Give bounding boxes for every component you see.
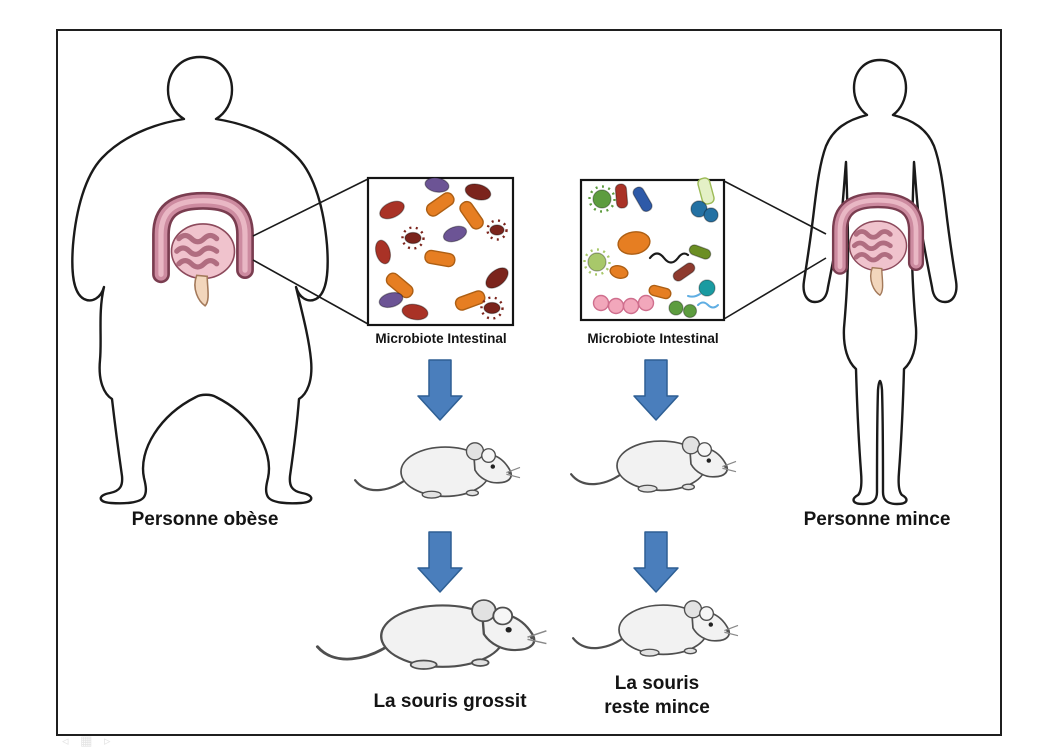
orange-rod: [459, 200, 484, 230]
zoom-line: [723, 257, 827, 320]
red-rod: [614, 183, 629, 209]
black-spirochete: [648, 252, 690, 264]
dark-red-spiky-bacterium: [486, 219, 508, 241]
pink-coccus-chain: [592, 294, 655, 315]
microbiota-obese-shapes: [374, 177, 509, 321]
result-label-right: La souris reste mince: [577, 672, 737, 720]
orange-oval-small: [609, 265, 629, 279]
mouse-obese-microbiota-before: [353, 441, 522, 500]
orange-rod: [385, 272, 414, 299]
red-oval: [379, 200, 405, 220]
light-blue-spirochete: [697, 301, 719, 309]
obese-person-label: Personne obèse: [131, 509, 279, 530]
dark-red-spiky-bacterium: [480, 296, 504, 320]
result-right-line2: reste mince: [604, 696, 710, 718]
microbiota-label-right: Microbiote Intestinal: [587, 331, 719, 346]
mouse-obese-microbiota-after-fat: [315, 598, 548, 671]
dark-red-oval: [464, 183, 492, 201]
green-spiky-coccus: [588, 185, 616, 213]
light-green-spiky-coccus: [583, 248, 611, 276]
result-right-line1: La souris: [614, 673, 700, 694]
down-arrow-icon: [633, 359, 679, 421]
orange-oval: [617, 231, 651, 255]
down-arrow-icon: [633, 531, 679, 593]
zoom-line: [723, 180, 827, 235]
maroon-rod: [672, 262, 696, 282]
thin-person-label: Personne mince: [803, 509, 951, 530]
mouse-thin-microbiota-before: [569, 435, 738, 494]
green-coccus: [668, 300, 684, 316]
blue-coccus: [690, 200, 708, 218]
diagram-border: [56, 29, 1002, 736]
red-oval: [401, 303, 429, 321]
orange-rod: [425, 192, 455, 217]
dark-red-spiky-bacterium: [401, 226, 425, 250]
down-arrow-icon: [417, 531, 463, 593]
pale-green-rod: [697, 177, 715, 205]
red-oval: [374, 239, 392, 265]
dark-red-oval: [485, 267, 509, 289]
microbiota-label-left: Microbiote Intestinal: [375, 331, 507, 346]
teal-flagellate: [687, 279, 716, 298]
blue-coccus: [703, 207, 719, 223]
watermark-icons: ◃ ▦ ▹: [62, 733, 115, 748]
purple-oval: [424, 177, 450, 193]
olive-rod: [688, 244, 712, 260]
green-coccus: [682, 303, 698, 319]
zoom-line: [252, 259, 369, 325]
microbiota-thin-shapes: [583, 177, 719, 319]
orange-rod: [454, 290, 486, 311]
orange-rod: [648, 284, 672, 300]
zoom-line: [252, 178, 369, 237]
mouse-thin-microbiota-after-thin: [571, 599, 740, 658]
result-label-left: La souris grossit: [373, 691, 527, 712]
purple-oval: [378, 291, 404, 309]
navy-rod: [632, 186, 653, 213]
purple-oval: [442, 225, 468, 243]
orange-rod: [424, 249, 456, 268]
down-arrow-icon: [417, 359, 463, 421]
